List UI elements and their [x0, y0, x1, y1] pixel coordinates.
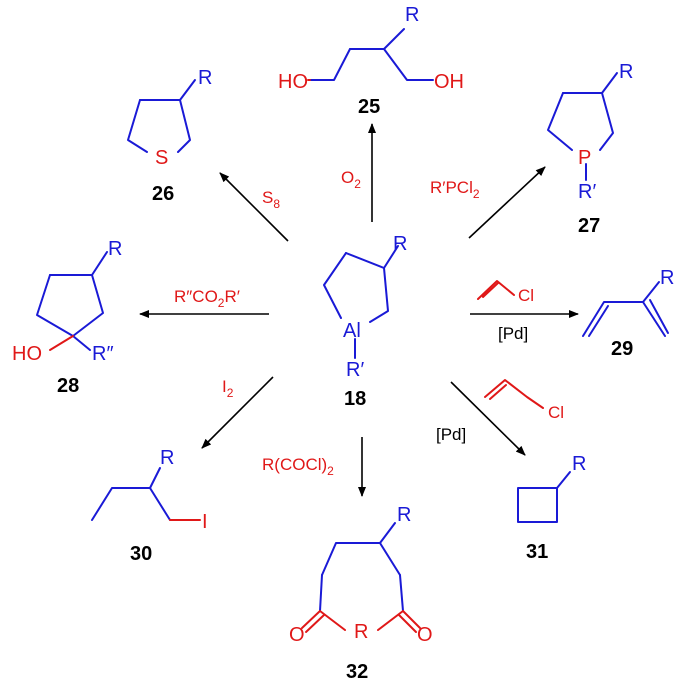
c27-p-label: P [578, 147, 591, 169]
i2-main: I [222, 377, 227, 396]
reagent-allyl-chloride: Cl [Pd] [436, 379, 564, 444]
reagent-ester: R″CO2R′ [174, 287, 240, 310]
c27-number: 27 [578, 215, 600, 237]
ester-post: R′ [224, 287, 239, 306]
c18-r-prime-label: R′ [346, 359, 364, 381]
reaction-arrows [139, 123, 579, 497]
arrow-to-30 [201, 376, 274, 449]
c25-r-label: R [405, 4, 419, 26]
arrow-to-27 [468, 166, 546, 239]
c26-number: 26 [152, 183, 174, 205]
c28-r-dprime-label: R″ [92, 343, 114, 365]
compound-31: R 31 [517, 453, 586, 563]
c30-number: 30 [130, 543, 152, 565]
compound-27: R P R′ 27 [547, 61, 633, 237]
reagent-i2: I2 [222, 377, 234, 400]
svg-text:I2: I2 [222, 377, 234, 400]
c29-r-label: R [660, 267, 674, 289]
svg-text:S8: S8 [262, 188, 280, 211]
compound-32: R R O O 32 [289, 504, 433, 683]
compound-25: R HO OH 25 [278, 4, 464, 118]
c32-r-ring-label: R [354, 621, 368, 643]
c32-o-left-label: O [289, 624, 305, 646]
o2-main: O [341, 168, 354, 187]
reagent-oxalyl-chloride: R(COCl)2 [262, 455, 334, 478]
c31-r-label: R [572, 453, 586, 475]
s8-sub: 8 [273, 197, 280, 211]
i2-sub: 2 [227, 386, 234, 400]
c32-number: 32 [346, 661, 368, 683]
reagent-o2: O2 [341, 168, 361, 191]
c28-ho-label: HO [12, 343, 42, 365]
reagent-s8: S8 [262, 188, 280, 211]
c31-number: 31 [526, 541, 548, 563]
c32-o-right-label: O [417, 624, 433, 646]
c29-number: 29 [611, 338, 633, 360]
c18-r-label: R [393, 233, 407, 255]
c30-i-label: I [202, 511, 208, 533]
c28-number: 28 [57, 375, 79, 397]
rpcl2-main: R′PCl [430, 178, 473, 197]
vinyl-cl-label: Cl [518, 286, 534, 305]
compound-28: R HO R″ 28 [12, 238, 122, 397]
rpcl2-sub: 2 [473, 187, 480, 201]
c18-al-label: Al [343, 320, 361, 342]
c27-r-label: R [619, 61, 633, 83]
svg-text:R″CO2R′: R″CO2R′ [174, 287, 240, 310]
compound-30: R I 30 [91, 447, 208, 565]
oxalyl-pre: R(COCl) [262, 455, 327, 474]
c25-ho-label: HO [278, 71, 308, 93]
c26-r-label: R [198, 67, 212, 89]
reagent-rpcl2: R′PCl2 [430, 178, 480, 201]
compound-26: R S 26 [127, 67, 212, 205]
ester-pre: R″CO [174, 287, 218, 306]
arrow-to-31 [450, 381, 526, 456]
svg-text:R′PCl2: R′PCl2 [430, 178, 480, 201]
o2-sub: 2 [354, 177, 361, 191]
oxalyl-sub: 2 [327, 464, 334, 478]
pd-29-label: [Pd] [498, 324, 528, 343]
svg-text:O2: O2 [341, 168, 361, 191]
compound-29: R 29 [582, 267, 674, 360]
c18-number: 18 [344, 388, 366, 410]
s8-main: S [262, 188, 273, 207]
svg-text:R(COCl)2: R(COCl)2 [262, 455, 334, 478]
c27-r-prime-label: R′ [578, 181, 596, 203]
pd-31-label: [Pd] [436, 425, 466, 444]
c28-r-label: R [108, 238, 122, 260]
compound-18: R Al R′ 18 [323, 233, 407, 410]
c30-r-label: R [160, 447, 174, 469]
reagent-vinyl-chloride: Cl [Pd] [477, 280, 534, 343]
arrow-to-26 [219, 172, 289, 242]
c32-r-label: R [397, 504, 411, 526]
c25-number: 25 [358, 96, 380, 118]
ester-sub: 2 [218, 296, 225, 310]
c25-oh-label: OH [434, 71, 464, 93]
allyl-cl-label: Cl [548, 403, 564, 422]
c26-s-label: S [155, 147, 168, 169]
